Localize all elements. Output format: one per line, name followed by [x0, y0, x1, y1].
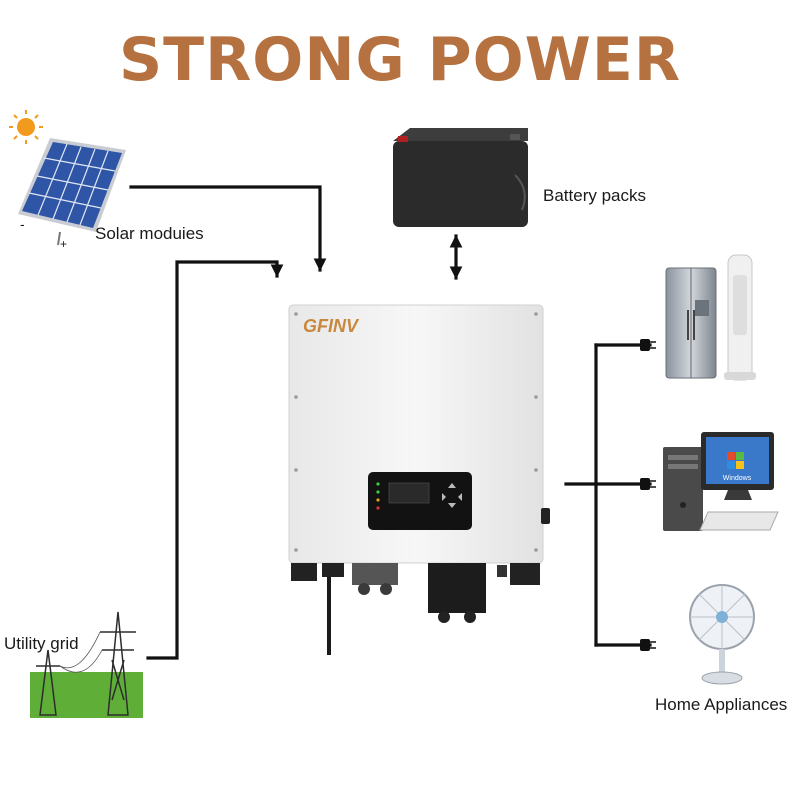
refrigerator-icon	[665, 267, 717, 379]
electric-fan-icon	[689, 584, 755, 685]
solar-connection-line	[129, 185, 327, 272]
inverter-brand: GFINV	[303, 316, 359, 336]
battery-label: Battery packs	[543, 186, 646, 205]
solar-panel-icon	[18, 138, 126, 246]
os-screen-text: Windows	[723, 475, 752, 482]
computer-icon: Windows	[663, 432, 779, 531]
utility-grid-label: Utility grid	[4, 634, 79, 653]
grid-connection-line	[146, 260, 284, 660]
panel-plus-sign: +	[60, 237, 68, 251]
utility-grid-icon	[30, 611, 143, 718]
page-title: STRONG POWER	[118, 25, 682, 95]
battery-icon	[393, 128, 528, 227]
sun-icon	[9, 110, 43, 144]
home-appliances-label: Home Appliances	[655, 695, 788, 714]
air-conditioner-icon	[724, 254, 756, 381]
solar-label: Solar moduies	[95, 224, 204, 243]
inverter-unit	[288, 304, 550, 655]
plug-icons	[640, 339, 656, 651]
panel-minus-sign: -	[20, 216, 25, 232]
